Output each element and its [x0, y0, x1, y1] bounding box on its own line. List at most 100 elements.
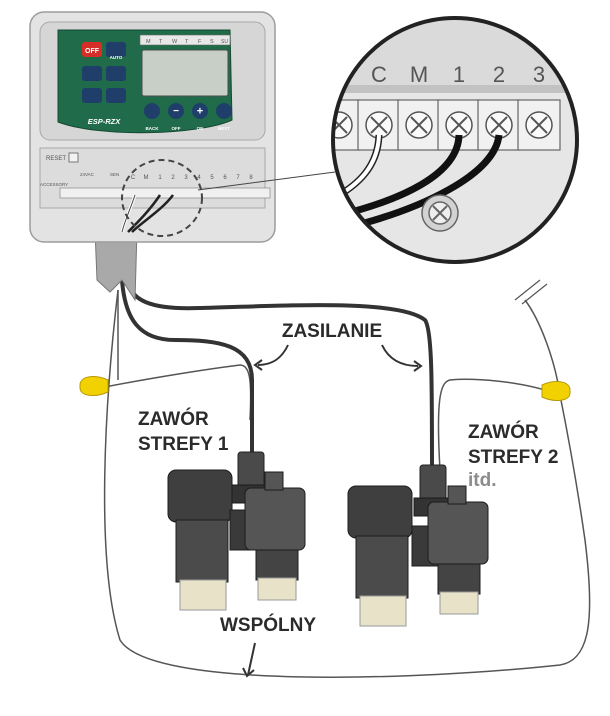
zoom-terminal-label: M: [410, 62, 428, 87]
common-wire: [103, 289, 591, 678]
screw-icon: [333, 111, 353, 139]
day-strip: M T W T F S SU: [139, 34, 231, 46]
sen-label: SEN: [110, 172, 119, 177]
zone1-valve-label-line1: ZAWÓR: [138, 408, 209, 430]
day-label: T: [159, 39, 163, 45]
solenoid: [419, 464, 447, 504]
zoom-terminal-label: 2: [493, 62, 505, 87]
zoom-pointer-line: [197, 171, 336, 191]
off-button[interactable]: [82, 42, 102, 57]
mode-button-3[interactable]: [106, 66, 126, 81]
next-label: NEXT: [218, 126, 230, 131]
reset-button[interactable]: [68, 152, 79, 163]
wire-break-mark: [521, 283, 548, 305]
minus-button[interactable]: [168, 103, 184, 119]
terminal-label: C: [131, 175, 136, 181]
terminal-strip: [59, 187, 271, 199]
minus-icon: −: [173, 106, 179, 117]
mode-button-5[interactable]: [106, 88, 126, 103]
wire-connector-right: [541, 381, 571, 401]
day-label: T: [185, 39, 189, 45]
zone2-valve-label-line3: itd.: [468, 470, 497, 491]
off-label: OFF: [172, 126, 181, 131]
mounting-screw-icon: [421, 194, 459, 232]
common-wire-offpage: [524, 299, 561, 396]
zasilanie-arrow-right: [381, 344, 419, 367]
lcd-display: [141, 49, 229, 97]
wire-connector-left: [79, 376, 109, 396]
plus-button[interactable]: [192, 103, 208, 119]
arrow-head: [242, 667, 255, 678]
arrow-head: [413, 360, 423, 372]
screw-icon: [405, 111, 433, 139]
auto-button[interactable]: [106, 42, 126, 57]
zone2-wire: [126, 279, 434, 471]
wire-break-mark: [514, 279, 541, 301]
off-button-label: OFF: [85, 48, 100, 55]
zasilanie-arrow-left: [257, 344, 289, 366]
flow-control-knob: [447, 485, 467, 505]
plus-icon: +: [197, 106, 203, 118]
back-label: BACK: [146, 126, 160, 131]
terminal-label: 1: [158, 175, 162, 181]
terminal-label: 2: [171, 175, 175, 181]
zoom-highlight-circle: [121, 159, 203, 237]
zone2-valve: [347, 464, 489, 627]
terminal-label: 5: [210, 175, 214, 181]
vac-label: 24VAC: [80, 172, 95, 177]
terminal-label: 8: [249, 175, 253, 181]
screw-icon: [485, 111, 513, 139]
zone1-valve: [167, 451, 306, 611]
terminal-label: M: [144, 175, 149, 181]
wspolny-label: WSPÓLNY: [220, 614, 316, 636]
zone2-valve-label-line1: ZAWÓR: [468, 421, 539, 443]
next-button[interactable]: [216, 103, 232, 119]
zoom-terminal-label: 3: [533, 62, 545, 87]
day-label: SU: [221, 39, 228, 45]
auto-button-label: AUTO: [110, 55, 123, 60]
zoom-detail: C M 1 2 3: [331, 16, 579, 264]
screw-icon: [445, 111, 473, 139]
day-label: M: [146, 39, 151, 45]
mode-button-2[interactable]: [82, 66, 102, 81]
valve-inlet: [347, 485, 413, 539]
arrow-head: [253, 359, 263, 371]
zone2-valve-label-line2: STREFY 2: [468, 447, 558, 468]
reset-label: RESET: [46, 156, 66, 162]
common-wire-to-valve2: [437, 378, 561, 471]
zoom-terminal-label: 1: [453, 62, 465, 87]
zone1-valve-label-line2: STREFY 1: [138, 434, 229, 455]
common-wire-internal-outline: [121, 194, 136, 233]
mode-button-4[interactable]: [82, 88, 102, 103]
zone-wire-internal: [131, 194, 175, 233]
day-label: F: [198, 39, 202, 45]
accessory-label: ACCESSORY: [40, 182, 68, 187]
zoom-zone1-wire: [339, 134, 463, 219]
controller: OFF AUTO ESP-RZX M T W T F S SU − + B: [29, 11, 276, 243]
zoom-terminal-label: C: [371, 62, 387, 87]
on-label: ON: [197, 126, 204, 131]
day-label: S: [210, 39, 214, 45]
screw-icon: [525, 111, 553, 139]
wspolny-arrow: [247, 642, 256, 676]
solenoid: [237, 451, 265, 491]
zasilanie-label: ZASILANIE: [282, 321, 382, 342]
zone1-wire: [120, 279, 254, 455]
screw-icon: [365, 111, 393, 139]
terminal-label: 4: [197, 175, 201, 181]
day-label: W: [172, 39, 178, 45]
zoom-zone2-wire: [344, 134, 503, 232]
model-label: ESP-RZX: [88, 117, 122, 126]
terminal-label: 7: [236, 175, 240, 181]
valve-bonnet: [244, 487, 306, 551]
terminal-label: 3: [184, 175, 188, 181]
nav-buttons: − + BACK OFF ON NEXT: [144, 103, 232, 131]
terminal-label: 6: [223, 175, 227, 181]
valve-bonnet: [427, 501, 489, 565]
zone-wire-internal: [127, 194, 162, 233]
valve-inlet: [167, 469, 233, 523]
back-button[interactable]: [144, 103, 160, 119]
flow-control-knob: [264, 471, 284, 491]
